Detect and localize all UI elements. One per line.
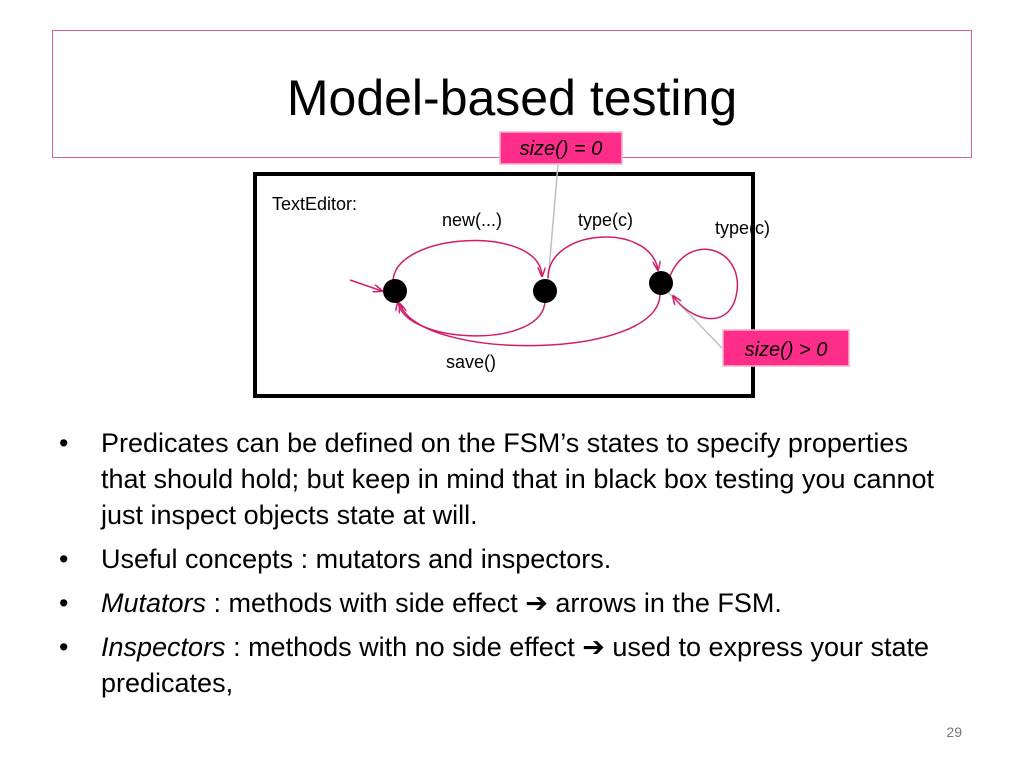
bullet-item: • Predicates can be defined on the FSM’s…: [55, 425, 955, 533]
transition-type-arc: [547, 236, 658, 279]
predicate-nonempty-box: [722, 329, 850, 367]
transition-type-selfloop: [669, 248, 738, 320]
bullet-text: Predicates can be defined on the FSM’s s…: [101, 428, 935, 530]
bullet-term-inspectors: Inspectors: [101, 632, 226, 662]
fsm-diagram: TextEditor: new(...) type(c) type(c) sav…: [253, 131, 850, 398]
bullet-term-mutators: Mutators: [101, 588, 207, 618]
bullet-text: : methods with side effect: [206, 588, 526, 618]
bullet-text: used to express your state predicates,: [101, 632, 930, 698]
predicate-empty-label: size() = 0: [520, 138, 603, 160]
bullet-text: Useful concepts : mutators and inspector…: [101, 544, 612, 574]
initial-arrow: [349, 279, 382, 291]
state-empty: [533, 279, 557, 303]
predicate-empty-box: [499, 131, 623, 165]
label-save: save(): [446, 352, 496, 372]
bullet-item: • Inspectors : methods with no side effe…: [55, 629, 955, 701]
label-new: new(...): [442, 210, 502, 230]
slide-title: Model-based testing: [286, 70, 738, 126]
bullet-dot: •: [59, 544, 69, 574]
label-type: type(c): [578, 210, 633, 230]
transition-save-arc-inner: [398, 299, 546, 337]
predicate-nonempty-label: size() > 0: [745, 339, 828, 361]
transition-new-arc: [392, 239, 542, 283]
state-initial: [383, 279, 407, 303]
right-arrow-icon: ➔: [525, 588, 548, 618]
bullet-item: • Mutators : methods with side effect ➔ …: [55, 585, 955, 621]
bullet-dot: •: [59, 632, 69, 662]
transition-save-arc-outer: [400, 293, 661, 347]
right-arrow-icon: ➔: [582, 632, 605, 662]
bullet-text: arrows in the FSM.: [547, 588, 782, 618]
bullet-text: : methods with no side effect: [225, 632, 583, 662]
state-nonempty: [649, 271, 673, 295]
bullet-list: • Predicates can be defined on the FSM’s…: [55, 425, 955, 709]
bullet-dot: •: [59, 428, 69, 458]
page-number: 29: [946, 724, 962, 740]
bullet-item: • Useful concepts : mutators and inspect…: [55, 541, 955, 577]
bullet-dot: •: [59, 588, 69, 618]
diagram-frame-label: TextEditor:: [272, 194, 357, 214]
label-type-selfloop: type(c): [715, 218, 770, 238]
diagram-frame: [253, 172, 755, 398]
predicate-empty-connector: [547, 163, 559, 283]
